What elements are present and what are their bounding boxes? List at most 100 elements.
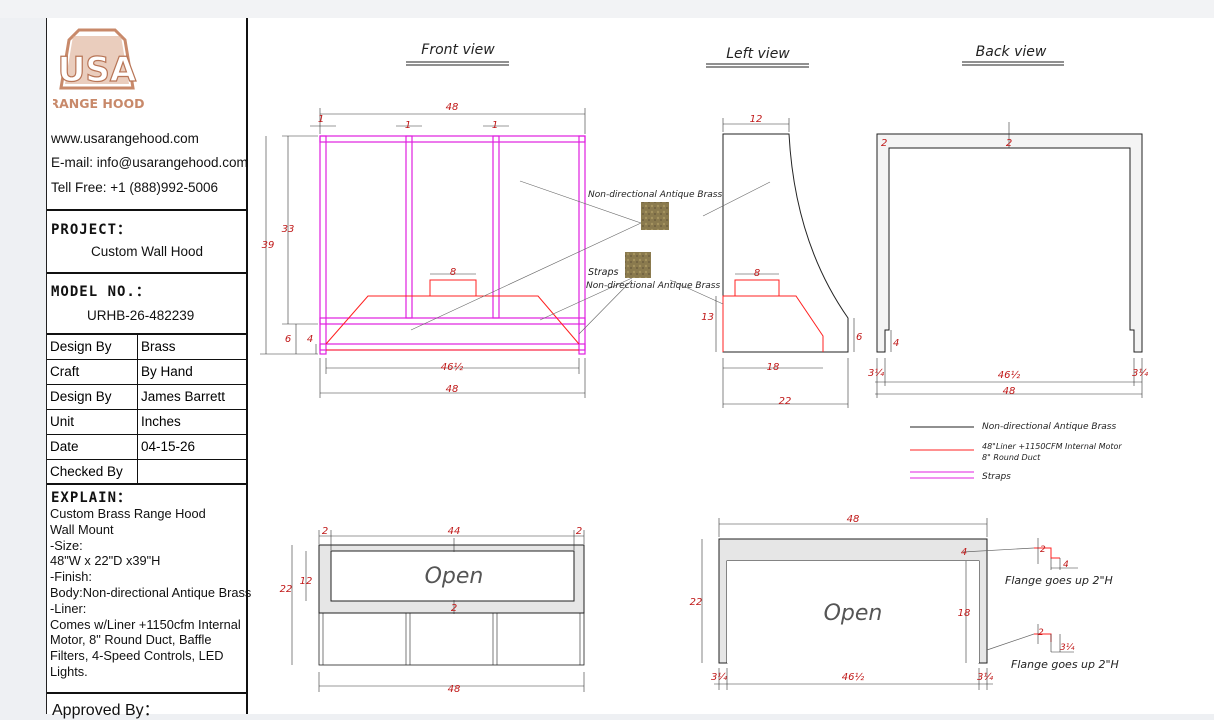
dim-label: 2	[576, 526, 582, 537]
spec-key: Checked By	[50, 464, 123, 479]
model-label: MODEL NO.：	[51, 284, 151, 300]
logo-subtitle: RANGE HOOD	[53, 96, 145, 111]
dim-label: 1	[492, 120, 498, 131]
flange-note: Flange goes up 2"H	[1011, 658, 1119, 671]
dim-label: 6	[856, 332, 862, 343]
dim-label: 2	[1040, 545, 1046, 555]
dim-label: 3¼	[711, 671, 727, 683]
project-label: PROJECT：	[51, 222, 133, 238]
explain-line: Lights.	[50, 663, 88, 679]
open-label: Open	[425, 564, 484, 589]
website-link[interactable]: www.usarangehood.com	[51, 131, 199, 146]
dim-label: 8	[754, 268, 760, 279]
open-label: Open	[824, 601, 883, 626]
dim-label: 46½	[998, 369, 1021, 381]
legend-liner: 48"Liner +1150CFM Internal Motor	[982, 442, 1122, 451]
project-value: Custom Wall Hood	[91, 244, 204, 259]
spec-row: Checked By	[47, 459, 246, 484]
left-gutter	[0, 18, 46, 714]
app-toolbar-strip	[0, 0, 1214, 19]
explain-line: Comes w/Liner +1150cfm Internal	[50, 616, 241, 632]
phone-number: Tell Free: +1 (888)992-5006	[51, 180, 218, 195]
top-view-drawing: Open 2 44 2 12 22 2	[280, 526, 585, 695]
svg-text:Left view: Left view	[726, 46, 790, 62]
dim-label: 48	[1003, 386, 1016, 397]
explain-line: Filters, 4-Speed Controls, LED	[50, 648, 224, 664]
finish-callout: Non-directional Antique Brass	[586, 281, 720, 291]
technical-drawing: Front view Left view Back view	[260, 42, 1148, 695]
legend-brass: Non-directional Antique Brass	[982, 422, 1116, 432]
straps-callout: Straps	[588, 267, 619, 278]
dim-label: 6	[285, 334, 291, 345]
dim-label: 48	[448, 684, 461, 695]
dim-label: 18	[767, 362, 780, 373]
dim-label: 8	[450, 267, 456, 278]
spec-value: James Barrett	[141, 389, 226, 404]
divider	[47, 483, 246, 485]
flange-note: Flange goes up 2"H	[1005, 574, 1113, 587]
left-view-drawing: 12 8 13 6 18 22	[669, 114, 862, 408]
spec-key: Date	[50, 439, 79, 454]
dim-label: 48	[446, 384, 459, 395]
brass-swatch	[625, 252, 651, 278]
front-view-title: Front view	[406, 42, 509, 66]
dim-label: 48	[847, 514, 860, 525]
dim-label: 18	[958, 608, 971, 619]
legend-duct: 8" Round Duct	[982, 453, 1041, 462]
explain-line: 48"W x 22"D x39"H	[50, 553, 161, 569]
dim-label: 12	[300, 576, 313, 587]
dim-label: 3¼	[1060, 643, 1075, 653]
spec-value: By Hand	[141, 364, 193, 379]
legend-straps: Straps	[982, 472, 1011, 482]
explain-line: -Size:	[50, 537, 83, 553]
back-view-drawing: 2 2 4 3¼ 46½ 3¼ 48	[868, 122, 1148, 398]
line-type-legend: Non-directional Antique Brass 48"Liner +…	[910, 422, 1122, 482]
explain-text: Custom Brass Range Hood Wall Mount -Size…	[50, 506, 252, 680]
spec-key: Design By	[50, 339, 112, 354]
logo-letters: USA	[58, 50, 137, 90]
side-section-drawing: Open 48 4 22 18 3¼ 46½	[690, 514, 1119, 690]
email-link[interactable]: E-mail: info@usarangehood.com	[51, 155, 248, 170]
spec-value: Inches	[141, 414, 181, 429]
brass-swatch	[641, 202, 669, 230]
dim-label: 13	[701, 312, 714, 323]
spec-row: Unit Inches	[47, 409, 246, 434]
title-block-panel: USA RANGE HOOD www.usarangehood.com E-ma…	[47, 18, 252, 719]
dim-label: 2	[451, 603, 457, 614]
dim-label: 2	[322, 526, 328, 537]
dim-label: 1	[405, 120, 411, 131]
spec-row: Design By James Barrett	[47, 384, 246, 409]
explain-line: Body:Non-directional Antique Brass	[50, 584, 252, 600]
dim-label: 4	[893, 338, 899, 349]
usa-range-hood-logo: USA RANGE HOOD	[53, 28, 145, 111]
spec-key: Craft	[50, 364, 80, 379]
dim-label: 46½	[842, 671, 865, 683]
model-value: URHB-26-482239	[87, 308, 195, 323]
back-view-title: Back view	[962, 44, 1064, 66]
dim-label: 3¼	[1132, 367, 1148, 379]
spec-value: Brass	[141, 339, 176, 354]
explain-line: Wall Mount	[50, 521, 114, 537]
dim-label: 4	[961, 547, 967, 558]
svg-text:Front view: Front view	[421, 42, 495, 58]
divider	[47, 333, 246, 335]
dim-label: 22	[779, 396, 792, 407]
divider	[47, 272, 246, 274]
divider	[47, 692, 246, 694]
dim-label: 2	[881, 138, 887, 149]
dim-label: 3¼	[868, 367, 884, 379]
dim-label: 4	[1063, 560, 1069, 570]
dim-label: 39	[262, 240, 275, 251]
explain-line: Motor, 8" Round Duct, Baffle	[50, 632, 212, 648]
divider	[47, 209, 246, 211]
dim-label: 33	[282, 224, 295, 235]
dim-label: 46½	[441, 361, 464, 373]
dim-label: 22	[690, 597, 703, 608]
spec-value: 04-15-26	[141, 439, 196, 454]
spec-row: Date 04-15-26	[47, 434, 246, 459]
front-view-drawing: Non-directional Antique Brass Straps Non…	[260, 102, 722, 398]
explain-label: EXPLAIN：	[51, 490, 133, 506]
spec-key: Design By	[50, 389, 112, 404]
dim-label: 3¼	[977, 671, 993, 683]
finish-callout: Non-directional Antique Brass	[588, 190, 722, 200]
